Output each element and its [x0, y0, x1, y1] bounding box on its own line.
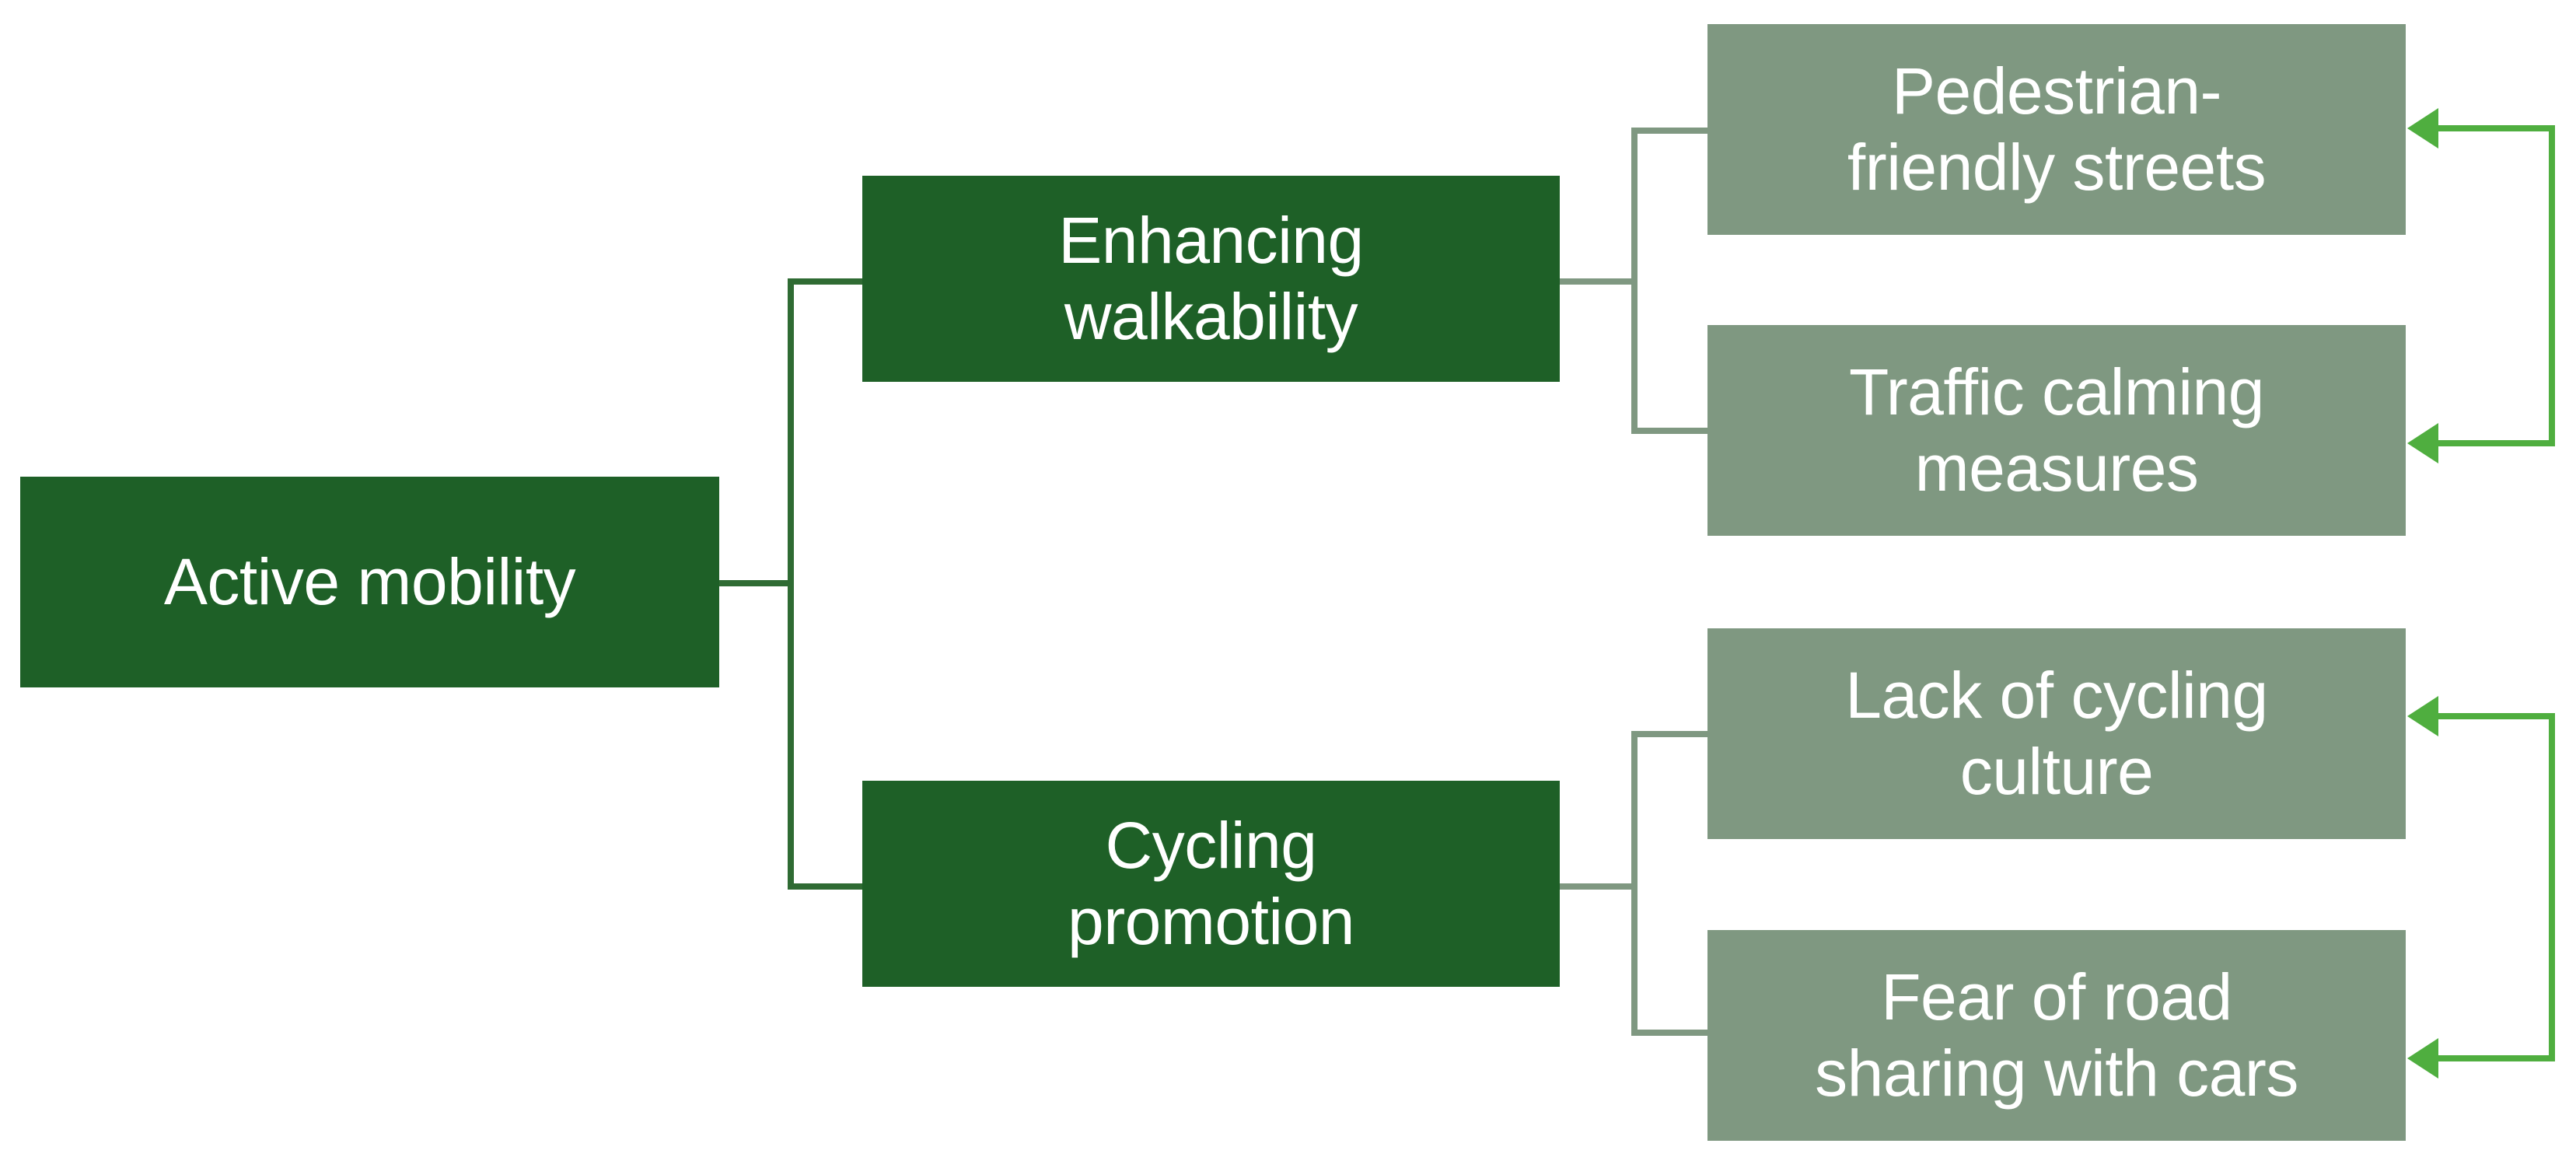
node-enhancing-walkability-label: Enhancing walkability	[862, 203, 1560, 355]
node-pedestrian-friendly-streets[interactable]: Pedestrian- friendly streets	[1707, 24, 2406, 235]
arrow-bracket-upper-top-line	[2438, 125, 2555, 131]
connector-branch-1-to-leaf-1	[1631, 128, 1711, 134]
node-traffic-calming-measures-line-1: Traffic calming	[1849, 355, 2265, 429]
arrow-bracket-lower-top-line	[2438, 713, 2555, 719]
connector-root-stub	[719, 580, 794, 586]
node-lack-of-cycling-culture[interactable]: Lack of cycling culture	[1707, 628, 2406, 839]
arrow-head-traffic-calming	[2407, 423, 2438, 463]
node-cycling-promotion-label: Cycling promotion	[862, 808, 1560, 960]
node-traffic-calming-measures-line-2: measures	[1914, 431, 2199, 505]
connector-trunk-to-branch-2	[788, 883, 864, 890]
node-pedestrian-friendly-streets-label: Pedestrian- friendly streets	[1707, 54, 2406, 205]
connector-branch-1-stub	[1560, 278, 1638, 285]
node-active-mobility-label: Active mobility	[163, 544, 576, 618]
arrow-head-pedestrian	[2407, 108, 2438, 149]
node-active-mobility[interactable]: Active mobility	[20, 477, 719, 687]
arrow-head-lack-of-cycling-culture	[2407, 696, 2438, 736]
connector-branch-1-to-leaf-2	[1631, 428, 1711, 434]
node-pedestrian-friendly-streets-line-2: friendly streets	[1847, 130, 2267, 204]
node-traffic-calming-measures-label: Traffic calming measures	[1707, 355, 2406, 506]
connector-branch-2-to-leaf-4	[1631, 1030, 1711, 1036]
node-cycling-promotion-line-2: promotion	[1067, 884, 1355, 958]
node-pedestrian-friendly-streets-line-1: Pedestrian-	[1891, 54, 2222, 128]
arrow-bracket-lower-vertical	[2549, 713, 2555, 1061]
connector-branch-1-trunk	[1631, 128, 1638, 434]
node-enhancing-walkability-line-1: Enhancing	[1058, 204, 1364, 278]
node-fear-of-road-sharing-with-cars-line-2: sharing with cars	[1815, 1036, 2298, 1110]
arrow-bracket-lower-bottom-line	[2438, 1055, 2555, 1061]
node-enhancing-walkability-line-2: walkability	[1064, 279, 1358, 353]
arrow-bracket-upper-vertical	[2549, 125, 2555, 446]
node-fear-of-road-sharing-with-cars[interactable]: Fear of road sharing with cars	[1707, 930, 2406, 1141]
node-lack-of-cycling-culture-label: Lack of cycling culture	[1707, 658, 2406, 810]
node-cycling-promotion[interactable]: Cycling promotion	[862, 781, 1560, 987]
node-fear-of-road-sharing-with-cars-label: Fear of road sharing with cars	[1707, 960, 2406, 1111]
node-enhancing-walkability[interactable]: Enhancing walkability	[862, 176, 1560, 382]
connector-main-trunk	[788, 278, 794, 890]
connector-trunk-to-branch-1	[788, 278, 864, 285]
node-traffic-calming-measures[interactable]: Traffic calming measures	[1707, 325, 2406, 536]
arrow-bracket-upper-bottom-line	[2438, 440, 2555, 446]
connector-branch-2-trunk	[1631, 731, 1638, 1036]
node-fear-of-road-sharing-with-cars-line-1: Fear of road	[1881, 960, 2232, 1034]
node-lack-of-cycling-culture-line-2: culture	[1959, 734, 2154, 808]
connector-branch-2-to-leaf-3	[1631, 731, 1711, 737]
node-cycling-promotion-line-1: Cycling	[1105, 809, 1317, 883]
connector-branch-2-stub	[1560, 883, 1638, 890]
arrow-head-fear-of-road-sharing	[2407, 1038, 2438, 1079]
node-lack-of-cycling-culture-line-1: Lack of cycling	[1845, 659, 2268, 733]
